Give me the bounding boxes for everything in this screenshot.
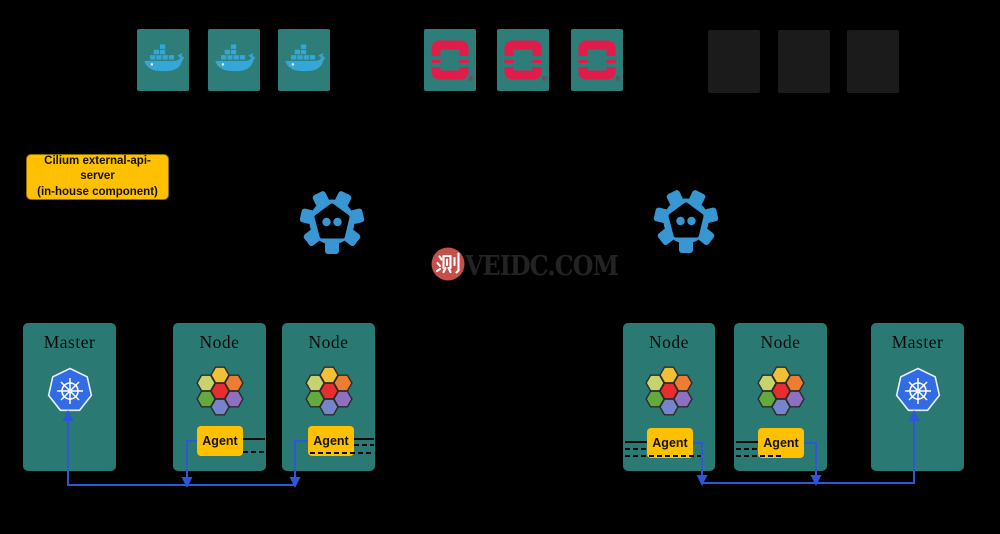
right-master-box: Master [871,323,964,471]
node-label: Node [308,332,349,352]
openstack-icon: ® [576,40,621,83]
node-label: Node [649,332,689,352]
agent-label: Agent [763,436,799,450]
agent-label: Agent [202,434,238,448]
svg-text:®: ® [616,76,621,83]
docker-whale-icon [144,44,185,72]
callout-line2: (in-house component) [37,185,158,198]
master-label: Master [43,332,96,352]
arrowhead-down [289,477,301,488]
blank-dark-tile [708,30,760,93]
cilium-callout: Cilium external-api-server (in-house com… [26,154,169,200]
openstack-icon: ® [502,40,547,83]
kubernetes-icon [47,367,92,412]
blank-dark-tile [778,30,830,93]
docker-whale-icon [285,44,326,72]
docker-tile [208,29,260,91]
arrowhead-down [181,477,193,488]
arrowhead-down [696,475,708,486]
svg-text:®: ® [469,76,474,83]
kubernetes-icon [895,367,940,412]
pods-hexagon-icon [756,366,805,416]
agent-label: Agent [652,436,688,450]
pods-hexagon-icon [645,366,693,416]
svg-text:®: ® [542,76,547,83]
agent-chip: Agent [308,426,354,456]
callout-line1: Cilium external-api-server [44,154,151,183]
docker-tile [278,29,330,91]
arrowhead-down [810,475,822,486]
agent-chip: Agent [647,428,693,458]
openstack-tile: ® [497,29,549,91]
openstack-tile: ® [571,29,623,91]
blank-dark-tile [847,30,899,93]
pods-hexagon-icon [195,366,244,416]
pods-hexagon-icon [304,366,353,416]
openstack-tile: ® [424,29,476,91]
openstack-icon: ® [429,40,474,83]
robot-gear-icon [296,185,368,257]
agent-chip: Agent [197,426,243,456]
left-master-box: Master [23,323,116,471]
master-label: Master [891,332,944,352]
docker-whale-icon [215,44,256,72]
agent-chip: Agent [758,428,804,458]
watermark-text: VEIDC.COM [465,251,619,282]
watermark-seal-icon [431,247,465,281]
agent-label: Agent [313,434,349,448]
node-label: Node [760,332,801,352]
node-label: Node [199,332,240,352]
robot-gear-icon [650,184,722,256]
docker-tile [137,29,189,91]
